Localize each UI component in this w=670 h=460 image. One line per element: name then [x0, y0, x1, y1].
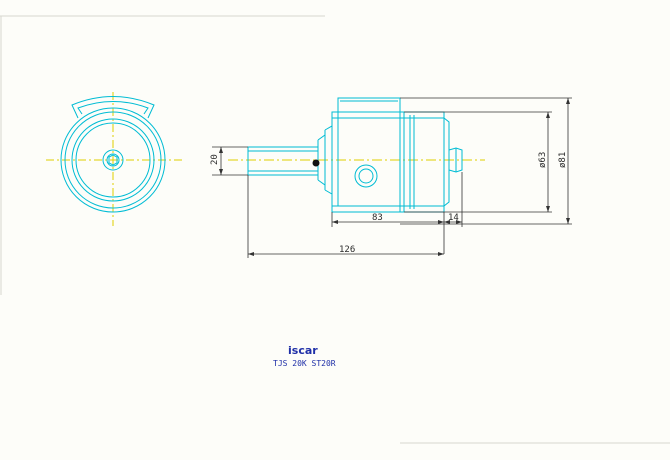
end-view [46, 92, 182, 226]
dim-diameter-81: ø81 [558, 152, 568, 168]
dim-diameter-63: ø63 [538, 152, 548, 168]
dim-overall-length: 126 [339, 245, 355, 255]
svg-text:iscar: iscar [288, 344, 318, 357]
dimension-lines [212, 97, 572, 258]
dim-shank-diameter: 20 [210, 154, 220, 165]
dimension-arrows [219, 98, 570, 256]
dim-body-length: 83 [372, 213, 383, 223]
side-view [228, 97, 485, 213]
brand-logo: iscar [288, 344, 318, 357]
sheet-border [0, 15, 670, 444]
junction-marker [312, 159, 320, 167]
dim-end-length: 14 [448, 213, 459, 223]
part-caption: TJS 20K ST20R [273, 359, 336, 368]
